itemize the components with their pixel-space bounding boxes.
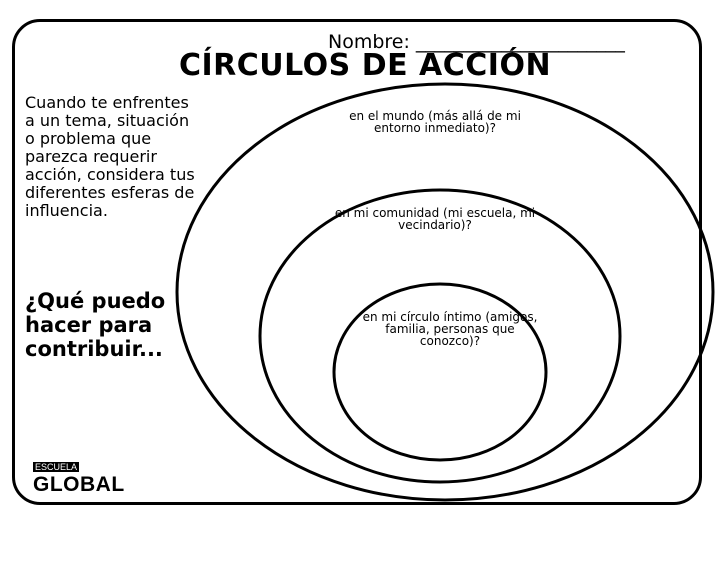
outer-circle-label: en el mundo (más allá de mi entorno inme… — [349, 109, 521, 135]
inner-circle-intimate — [332, 282, 548, 462]
worksheet-border — [12, 19, 702, 505]
middle-circle-label: en mi comunidad (mi escuela, mi vecindar… — [334, 206, 536, 232]
intro-text: Cuando te enfrentes a un tema, situación… — [25, 93, 195, 220]
name-field-label: Nombre: ______________________ — [328, 31, 625, 53]
logo-escuela: ESCUELA — [33, 462, 80, 472]
logo-global: GLOBAL — [33, 473, 125, 496]
page-title: CÍRCULOS DE ACCIÓN — [178, 48, 552, 83]
guiding-question: ¿Qué puedo hacer para contribuir... — [25, 289, 166, 361]
middle-circle-community — [258, 188, 622, 484]
outer-circle-world — [175, 82, 715, 502]
inner-circle-label: en mi círculo íntimo (amigos, familia, p… — [362, 310, 538, 348]
